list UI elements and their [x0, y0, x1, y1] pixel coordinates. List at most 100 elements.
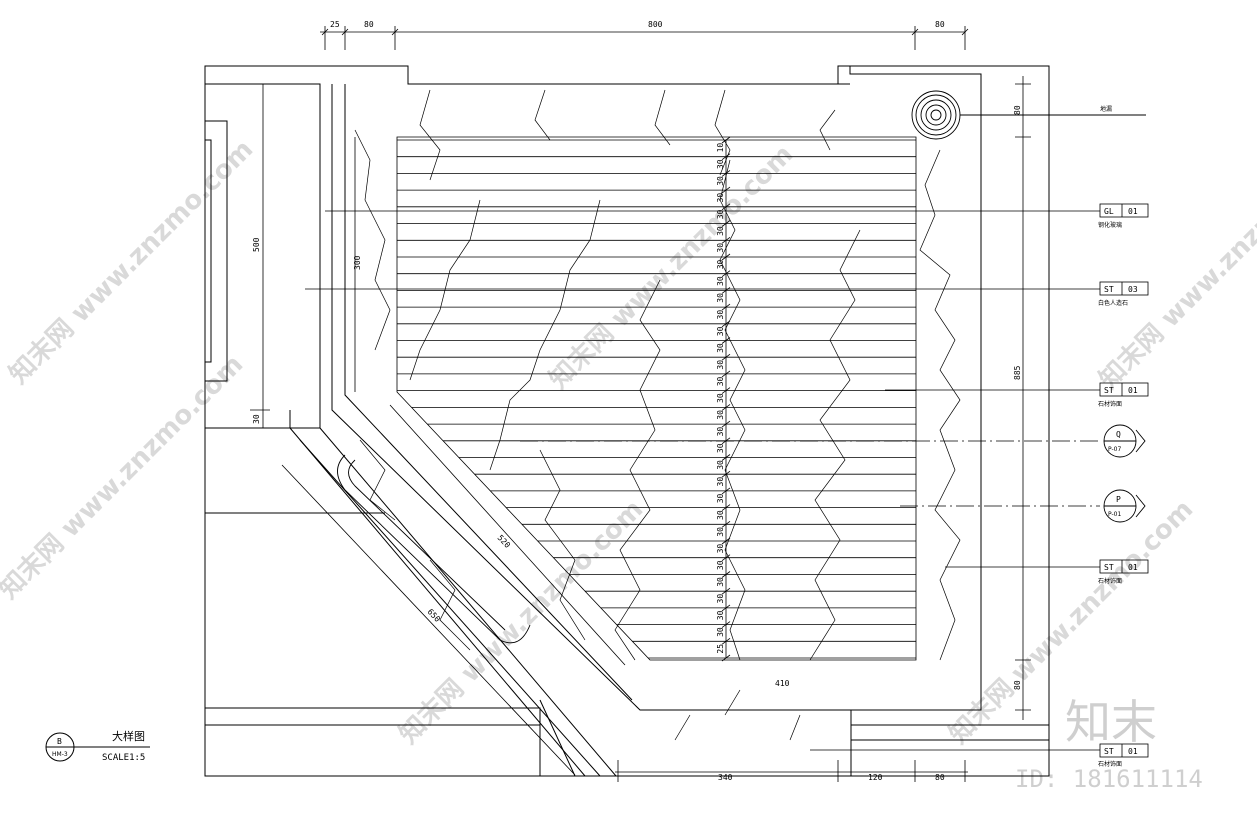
tread-dim-label: 30	[716, 493, 725, 503]
tread-dim-tick	[721, 153, 731, 161]
tag-stone-finish: ST 01 石材饰面	[885, 382, 1149, 408]
dimension-right	[1015, 76, 1031, 720]
tread-dim-label: 30	[716, 510, 725, 520]
tag-num: 01	[1128, 207, 1138, 216]
tread-dim-label: 30	[716, 560, 725, 570]
tread-dim-tick	[721, 303, 731, 311]
tread-dim-tick	[721, 287, 731, 294]
watermark-id: ID: 181611114	[1015, 765, 1203, 793]
tread-dim-tick	[721, 420, 731, 428]
tread-dim-tick	[721, 587, 731, 595]
tread-dim-label: 10	[716, 143, 725, 153]
tag-note: 钢化玻璃	[1098, 221, 1122, 229]
tread-dim-label: 25	[716, 644, 725, 654]
watermark-site: 知末网 www.znzmo.com	[4, 134, 259, 389]
tag-stone-finish: ST 01 石材饰面	[810, 743, 1149, 768]
tag-note: 石材饰面	[1098, 760, 1122, 768]
tread-dim-tick	[721, 203, 731, 211]
tread-dim-label: 30	[716, 393, 725, 403]
dimension-top	[320, 26, 969, 50]
dim-top-25: 25	[330, 20, 340, 29]
tag-code: GL	[1104, 207, 1114, 216]
tread-dim-label: 30	[716, 193, 725, 203]
tag-note: 白色人造石	[1098, 299, 1128, 307]
watermarks: 知末网 www.znzmo.com 知末网 www.znzmo.com 知末网 …	[0, 134, 1257, 793]
dim-bottom-120: 120	[868, 773, 883, 782]
tread-dim-label: 30	[716, 477, 725, 487]
tread-dim-tick	[721, 387, 731, 394]
section-markers: Q P-07 P P-01	[520, 424, 1146, 523]
outer-frame	[204, 65, 1050, 777]
tag-artificial-stone: ST 03 白色人造石	[305, 281, 1149, 307]
drawing-scale: SCALE1:5	[102, 753, 145, 763]
tread-dim-tick	[721, 270, 731, 278]
glass-tread-panel	[396, 136, 917, 661]
tread-dimension-column: 10 30 30 30 30 30 30 30 30 30 30 30 30 30 30 30 30 30 30 30…	[716, 136, 731, 662]
tread-dim-tick	[721, 370, 731, 378]
tread-dim-tick	[721, 404, 731, 411]
tread-dim-label: 30	[716, 360, 725, 370]
tread-dim-tick	[721, 654, 731, 662]
tag-glass: GL 01 钢化玻璃	[325, 203, 1149, 229]
tread-dim-tick	[721, 504, 731, 511]
tag-code: ST	[1104, 563, 1114, 572]
drain-note: 地漏	[1100, 105, 1112, 113]
section-marker-p: P P-01	[1103, 489, 1146, 523]
tread-dim-label: 30	[716, 527, 725, 537]
tread-lines	[397, 139, 916, 659]
dimension-bottom	[615, 760, 968, 782]
tread-dim-tick	[721, 470, 731, 478]
dim-bottom-80: 80	[935, 773, 945, 782]
handrail-loop	[337, 454, 531, 644]
tread-dim-tick	[721, 571, 731, 578]
detail-symbol-top: B	[57, 737, 62, 746]
dim-right-80: 80	[1013, 105, 1022, 115]
watermark-site: 知末网 www.znzmo.com	[1094, 139, 1257, 394]
tread-dim-label: 30	[716, 627, 725, 637]
tread-dim-label: 30	[716, 343, 725, 353]
dim-right-885: 885	[1013, 365, 1022, 380]
tread-dim-tick	[721, 337, 731, 344]
tread-dim-tick	[721, 136, 731, 144]
tread-dim-tick	[721, 604, 731, 612]
tread-dim-label: 30	[716, 410, 725, 420]
tread-dim-tick	[721, 537, 731, 545]
tag-note: 石材饰面	[1098, 400, 1122, 408]
tag-code: ST	[1104, 285, 1114, 294]
tread-dim-label: 30	[716, 293, 725, 303]
tread-dim-label: 30	[716, 243, 725, 253]
dim-top-80-right: 80	[935, 20, 945, 29]
tread-dim-label: 30	[716, 310, 725, 320]
tag-num: 01	[1128, 386, 1138, 395]
tread-dim-tick	[721, 320, 731, 328]
tread-dim-tick	[721, 487, 731, 495]
material-tags: GL 01 钢化玻璃 ST 03 白色人造石 ST 01 石材饰面 ST 01 …	[305, 203, 1149, 768]
tread-dim-label: 30	[716, 226, 725, 236]
tread-dim-label: 30	[716, 376, 725, 386]
watermark-site: 知末网 www.znzmo.com	[0, 349, 249, 604]
tread-dim-tick	[721, 220, 731, 227]
watermark-site: 知末网 www.znzmo.com	[544, 139, 799, 394]
section-marker-q: Q P-07	[1103, 424, 1146, 458]
tread-dim-tick	[721, 520, 731, 528]
watermark-site: 知末网 www.znzmo.com	[394, 494, 649, 749]
tread-dim-label: 30	[716, 594, 725, 604]
drawing-title: 大样图	[112, 729, 145, 743]
dimension-left	[250, 83, 356, 429]
dim-diag-520: 520	[496, 533, 513, 550]
tread-dim-label: 30	[716, 544, 725, 554]
tread-dim-tick	[721, 621, 731, 628]
tread-dim-label: 30	[716, 427, 725, 437]
watermark-brand: 知末	[1065, 695, 1157, 749]
tread-dim-tick	[721, 170, 731, 177]
tread-dim-label: 30	[716, 209, 725, 219]
tag-stone-finish: ST 01 石材饰面	[945, 559, 1149, 585]
stone-texture	[354, 89, 961, 741]
tag-note: 石材饰面	[1098, 577, 1122, 585]
tread-dim-tick	[721, 186, 731, 194]
tread-dim-tick	[721, 353, 731, 361]
tread-dim-label: 30	[716, 259, 725, 269]
section-letter: P	[1116, 495, 1121, 504]
tread-dim-label: 30	[716, 276, 725, 286]
